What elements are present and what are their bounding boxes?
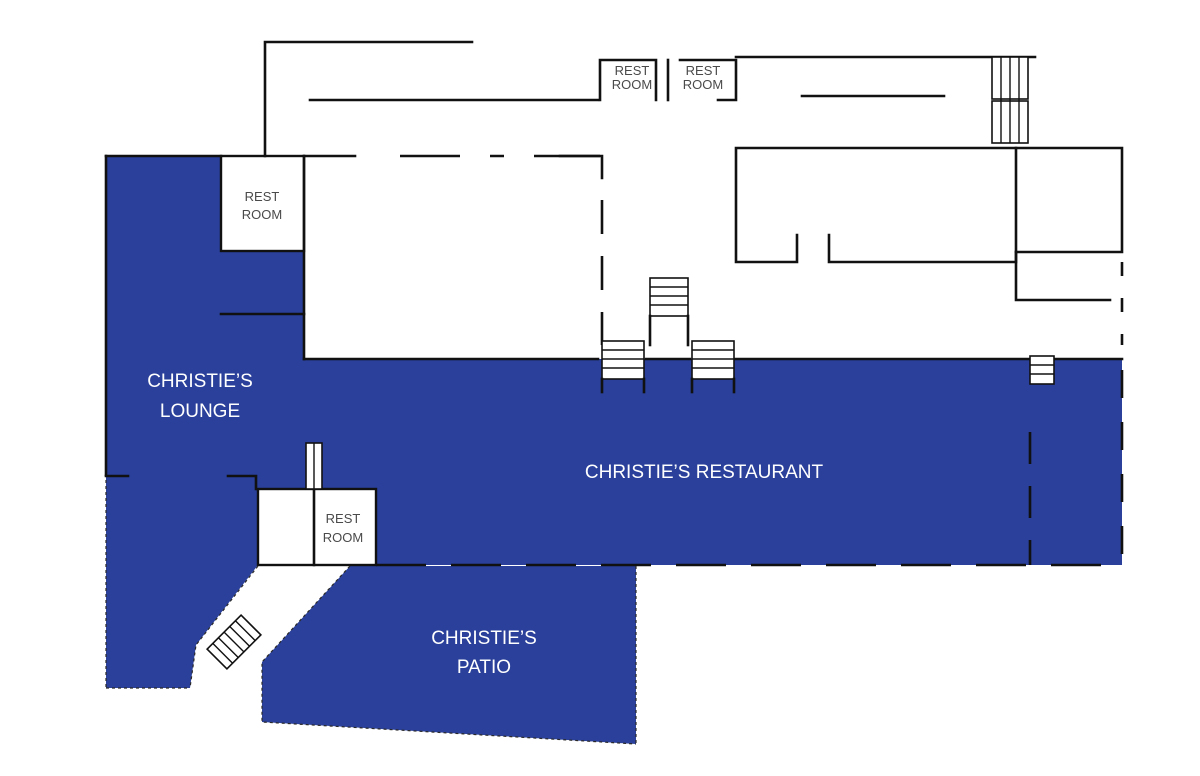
stairs-right	[690, 340, 736, 394]
lounge-label-line1: CHRISTIE’S	[147, 371, 253, 392]
patio-label: CHRISTIE’S PATIO	[431, 628, 537, 678]
restroom-label-line1: REST	[326, 511, 361, 526]
stairs-top-right	[991, 56, 1029, 144]
restroom-label-line1: REST	[615, 63, 650, 78]
stairs-lounge-vertical	[305, 442, 323, 490]
stairs-left	[600, 340, 646, 394]
restroom-label-line2: ROOM	[612, 77, 652, 92]
restroom-restaurant	[256, 487, 378, 567]
restaurant-label: CHRISTIE’S RESTAURANT	[585, 462, 824, 483]
restroom-label-lounge: REST ROOM	[242, 189, 282, 222]
restroom-label-line1: REST	[686, 63, 721, 78]
patio-label-line2: PATIO	[457, 657, 511, 678]
restroom-label-line1: REST	[245, 189, 280, 204]
lounge-area[interactable]	[106, 156, 1122, 688]
lounge-label-line2: LOUNGE	[160, 401, 240, 422]
restroom-label-top-2: REST ROOM	[683, 63, 723, 92]
restroom-label-line2: ROOM	[242, 207, 282, 222]
patio-label-line1: CHRISTIE’S	[431, 628, 537, 649]
restroom-label-top-1: REST ROOM	[612, 63, 652, 92]
stairs-small-right	[1029, 355, 1055, 385]
restroom-label-restaurant: REST ROOM	[323, 511, 363, 545]
stairs-upper-center	[648, 277, 690, 347]
restroom-label-line2: ROOM	[323, 530, 363, 545]
patio-area[interactable]	[262, 566, 636, 744]
stairs-lounge-diagonal	[205, 613, 263, 671]
lounge-label: CHRISTIE’S LOUNGE	[147, 371, 253, 422]
restroom-label-line2: ROOM	[683, 77, 723, 92]
restroom-lounge	[219, 154, 306, 253]
